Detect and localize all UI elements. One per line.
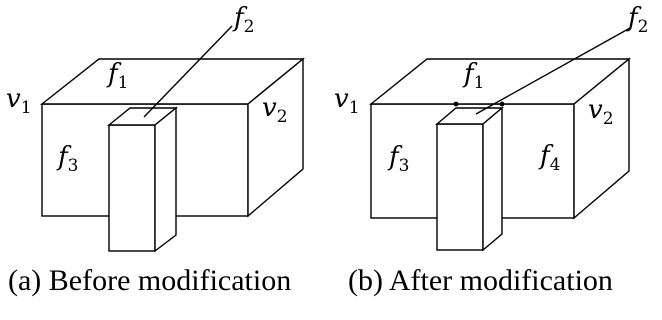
prism-b-right-face [482,106,503,252]
caption-b: (b) After modification [348,264,613,297]
box-b-right-face [573,57,630,220]
label-a-v1: v1 [6,84,32,118]
caption-a: (a) Before modification [8,264,292,297]
label-a-f2: f2 [232,3,254,37]
diagram-a: f1 f2 f3 v1 v2 [6,3,305,253]
diagram-b: f1 f2 f3 f4 v1 v2 [334,3,648,252]
label-b-v2: v2 [588,95,614,129]
prism-b-front-face [436,123,484,251]
label-a-v2: v2 [262,93,288,127]
vertex-dot-left [453,101,459,107]
label-b-f2: f2 [626,3,648,37]
prism-a-front-face [108,124,156,252]
label-b-v1: v1 [334,84,360,118]
box-a-right-face [247,57,304,218]
prism-a-right-face [154,106,177,253]
f2-leader-line-b [475,27,631,115]
f2-leader-line-a [143,25,233,118]
vertex-dot-right [499,101,505,107]
